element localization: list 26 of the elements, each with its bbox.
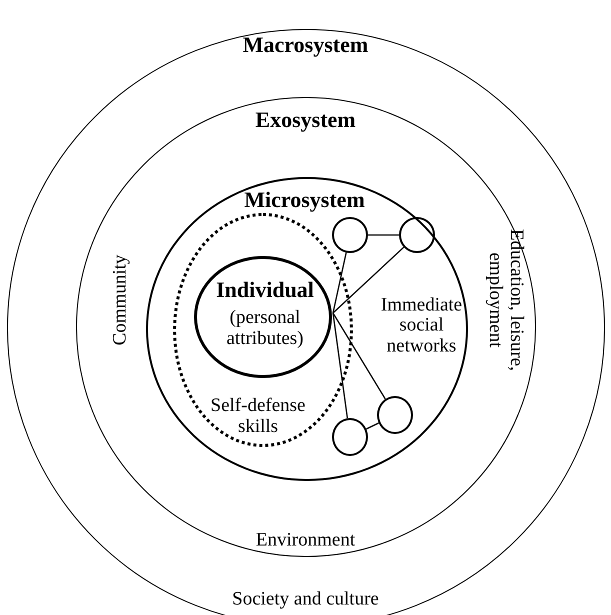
layer-caption: Education, leisure, employment [484,228,526,372]
macrosystem-circle [7,29,605,615]
individual-heading: Individual [215,278,315,302]
layer-heading: Exosystem [254,107,357,132]
connector-line [332,312,386,400]
exosystem-circle [76,96,536,556]
layer-caption: Society and culture [231,589,380,610]
dotted-ellipse [172,212,352,446]
layer-heading: Microsystem [243,187,366,212]
microsystem-circle [146,176,468,480]
connector-line [332,252,347,314]
connector-line [366,422,379,430]
attribute-text: (personal attributes) [225,308,305,350]
layer-caption: Environment [254,530,356,551]
network-circle [332,418,368,456]
network-circle [398,216,434,252]
layer-heading: Macrosystem [242,32,370,57]
layer-caption: Community [110,253,131,347]
individual-circle [194,256,332,378]
network-circle [332,216,368,252]
connector-line [332,312,348,418]
network-circle [376,396,412,434]
connector-line [368,234,399,236]
connector-line [332,246,404,314]
layer-caption: Immediate social networks [380,295,464,358]
layer-caption: Self-defense skills [210,396,306,438]
